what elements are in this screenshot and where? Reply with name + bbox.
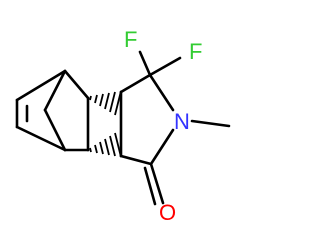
bond-n-methyl <box>190 119 231 128</box>
bond-carbonyl-c11 <box>119 154 153 166</box>
atom-o: O <box>159 200 176 225</box>
norbornene-framework <box>15 69 90 152</box>
bond-carbonyl-o-2 <box>143 166 157 206</box>
stereo-hash-bonds <box>89 90 122 158</box>
bond-cf2-n <box>148 73 175 112</box>
atom-labels: F F N O <box>124 27 202 225</box>
bond-c10-cf2 <box>119 73 152 94</box>
bond-c7-c4 <box>43 108 67 152</box>
hash-bond-lower <box>89 132 122 158</box>
bond-n-carbonyl <box>149 128 175 166</box>
hash-bond-upper <box>89 90 122 116</box>
bond-c3-c4 <box>15 125 67 152</box>
atom-f2: F <box>189 39 202 64</box>
molecule-structure: F F N O <box>15 27 231 225</box>
lactam-ring <box>119 50 231 206</box>
bond-carbonyl-o-1 <box>149 162 165 205</box>
bond-c1-c7 <box>43 69 67 112</box>
atom-f1: F <box>124 27 137 52</box>
bond-cf2-f1 <box>138 50 152 77</box>
bond-c1-c2 <box>15 69 67 102</box>
bond-cf2-f2 <box>148 56 182 77</box>
atom-n: N <box>174 109 190 134</box>
bond-c1-c8 <box>63 69 90 100</box>
